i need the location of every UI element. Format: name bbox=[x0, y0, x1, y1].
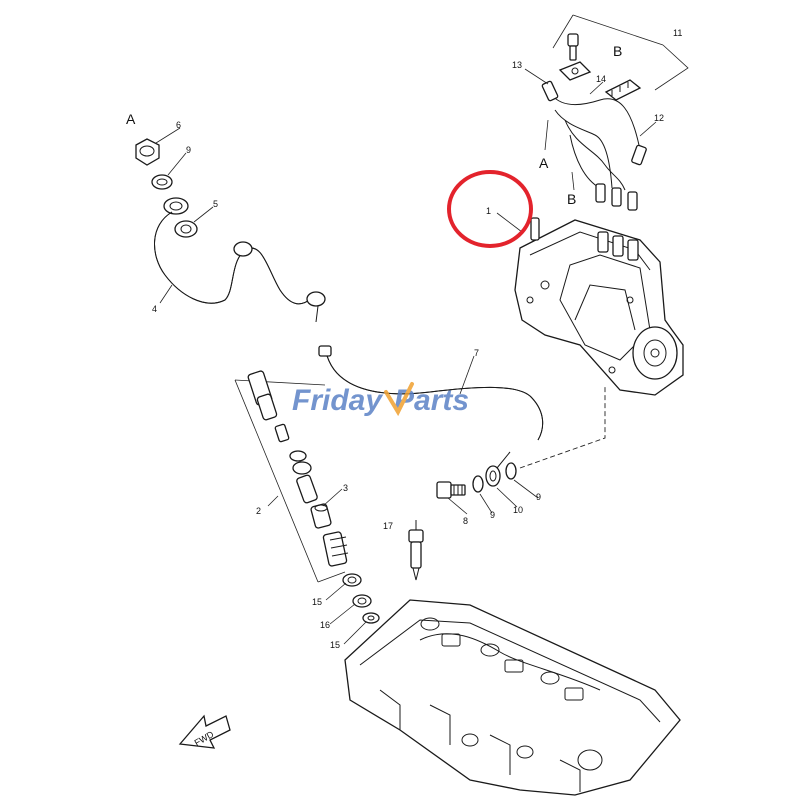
callout-4: 4 bbox=[152, 304, 157, 314]
reference-letters: A A B B bbox=[126, 43, 622, 207]
callout-10: 10 bbox=[513, 505, 523, 515]
injector-body-part-2 bbox=[247, 370, 318, 504]
watermark-logo: Friday Parts bbox=[292, 382, 469, 417]
clamp-part-B bbox=[604, 79, 642, 101]
banjo-bolt-part-8 bbox=[436, 481, 466, 499]
callout-13: 13 bbox=[512, 60, 522, 70]
callout-9-right: 9 bbox=[536, 492, 541, 502]
letter-A-right: A bbox=[539, 155, 549, 171]
nut-part-6 bbox=[135, 138, 160, 166]
watermark-part2: Parts bbox=[394, 384, 469, 417]
nozzle-part-3 bbox=[310, 503, 332, 529]
callout-5: 5 bbox=[213, 199, 218, 209]
clamp-screw-part-13 bbox=[567, 33, 579, 61]
watermark-part1: Friday bbox=[292, 384, 383, 417]
callout-2: 2 bbox=[256, 506, 261, 516]
cylinder-head bbox=[344, 599, 681, 796]
banjo-fitting-part-10 bbox=[485, 451, 511, 487]
callout-3: 3 bbox=[343, 483, 348, 493]
callout-11: 11 bbox=[673, 28, 682, 38]
callout-9-left: 9 bbox=[186, 145, 191, 155]
callout-12: 12 bbox=[654, 113, 664, 123]
glow-plug-part-17 bbox=[408, 520, 424, 581]
letter-A-left: A bbox=[126, 111, 136, 127]
highlight-circle bbox=[447, 170, 533, 248]
callout-8: 8 bbox=[463, 516, 468, 526]
callout-6: 6 bbox=[176, 120, 181, 130]
forward-direction-arrow: FWD bbox=[178, 714, 231, 749]
clamp-plate-part-14 bbox=[558, 61, 592, 81]
fuel-pipe-set-part-11 bbox=[541, 14, 689, 211]
callout-15-upper: 15 bbox=[312, 597, 322, 607]
injection-pump-part-1 bbox=[514, 217, 684, 396]
letter-B-top: B bbox=[613, 43, 622, 59]
washer-part-9-right bbox=[472, 462, 517, 493]
gaskets-parts-15-16 bbox=[342, 573, 380, 624]
injector-assembly bbox=[135, 138, 544, 624]
letter-B-mid: B bbox=[567, 191, 576, 207]
callout-1: 1 bbox=[486, 206, 491, 216]
callout-9-mid: 9 bbox=[490, 510, 495, 520]
callout-17: 17 bbox=[383, 521, 393, 531]
nozzle-holder bbox=[322, 531, 349, 567]
callout-14: 14 bbox=[596, 74, 606, 84]
callout-labels: 1 2 3 4 5 6 9 7 8 9 10 9 11 12 13 14 15 … bbox=[152, 28, 682, 650]
callout-16: 16 bbox=[320, 620, 330, 630]
callout-15-lower: 15 bbox=[330, 640, 340, 650]
ring-part-5 bbox=[163, 197, 198, 238]
washer-part-9-left bbox=[151, 174, 173, 190]
callout-7: 7 bbox=[474, 348, 479, 358]
watermark-accent-mark bbox=[384, 382, 414, 417]
